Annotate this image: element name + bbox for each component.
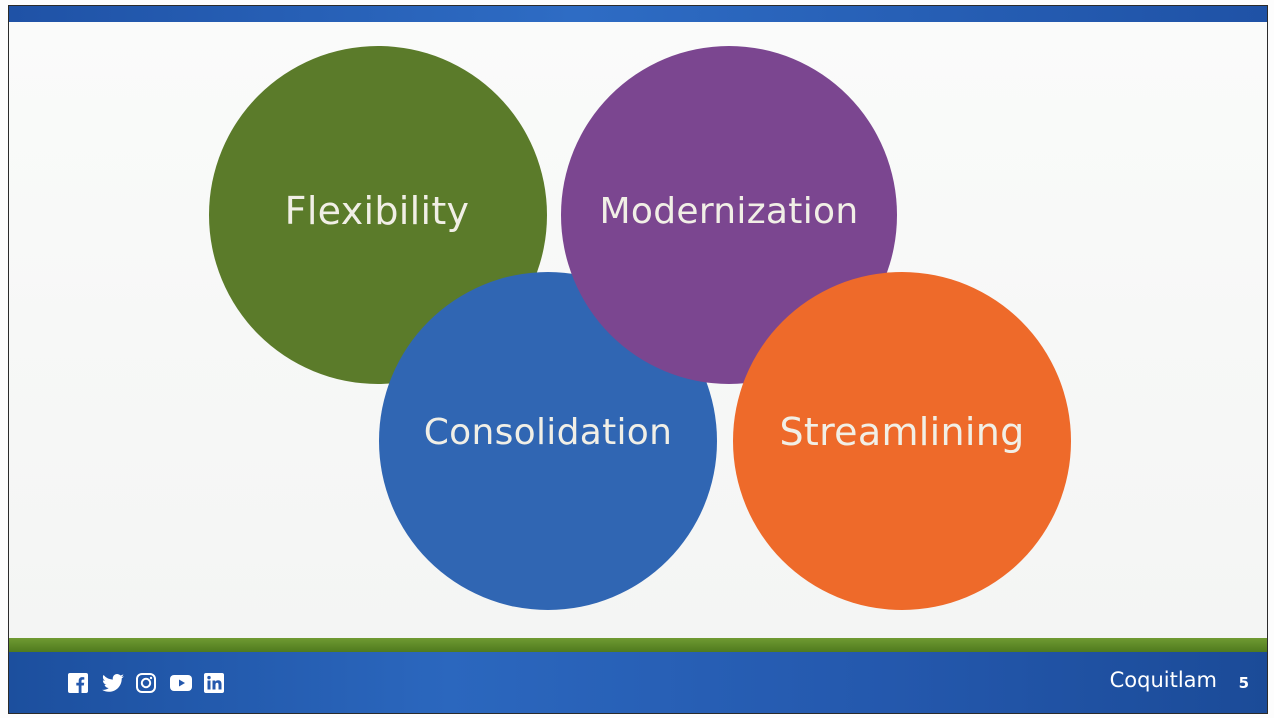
twitter-icon[interactable] [101, 672, 124, 694]
youtube-icon[interactable] [169, 672, 192, 694]
flexibility-label: Flexibility [284, 189, 470, 233]
slide: Flexibility Consolidation Modernization … [8, 5, 1268, 714]
consolidation-label: Consolidation [423, 411, 673, 453]
streamlining-circle: Streamlining [733, 272, 1071, 610]
flexibility-circle: Flexibility [209, 46, 547, 384]
instagram-icon[interactable] [135, 672, 157, 694]
slide-content: Flexibility Consolidation Modernization … [9, 22, 1267, 638]
coquitlam-logo: Coquitlam [1109, 668, 1217, 692]
top-accent-bar [9, 6, 1267, 22]
linkedin-icon[interactable] [203, 672, 225, 694]
footer-bar: Coquitlam 5 [9, 652, 1267, 713]
modernization-label: Modernization [599, 190, 859, 232]
facebook-icon[interactable] [67, 672, 89, 694]
social-icons [67, 672, 225, 694]
streamlining-label: Streamlining [779, 410, 1025, 454]
green-divider-band [9, 638, 1267, 652]
page-number: 5 [1238, 674, 1249, 692]
